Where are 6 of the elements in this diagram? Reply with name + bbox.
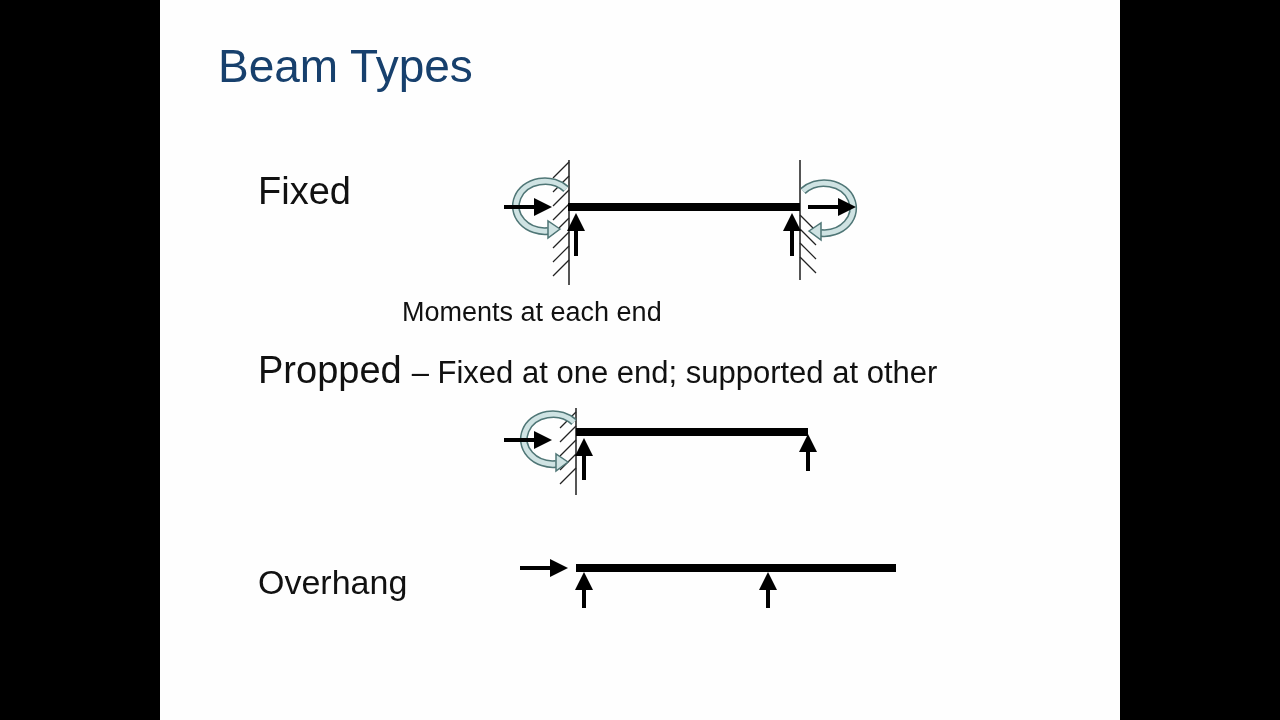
- beam-type-label: Overhang: [258, 563, 408, 603]
- beam-type-label: Fixed: [258, 170, 351, 214]
- description-text: – Fixed at one end; supported at other: [411, 355, 938, 391]
- slide-title: Beam Types: [218, 40, 473, 93]
- beam-type-label: Propped: [258, 349, 402, 393]
- note-text: Moments at each end: [402, 297, 662, 329]
